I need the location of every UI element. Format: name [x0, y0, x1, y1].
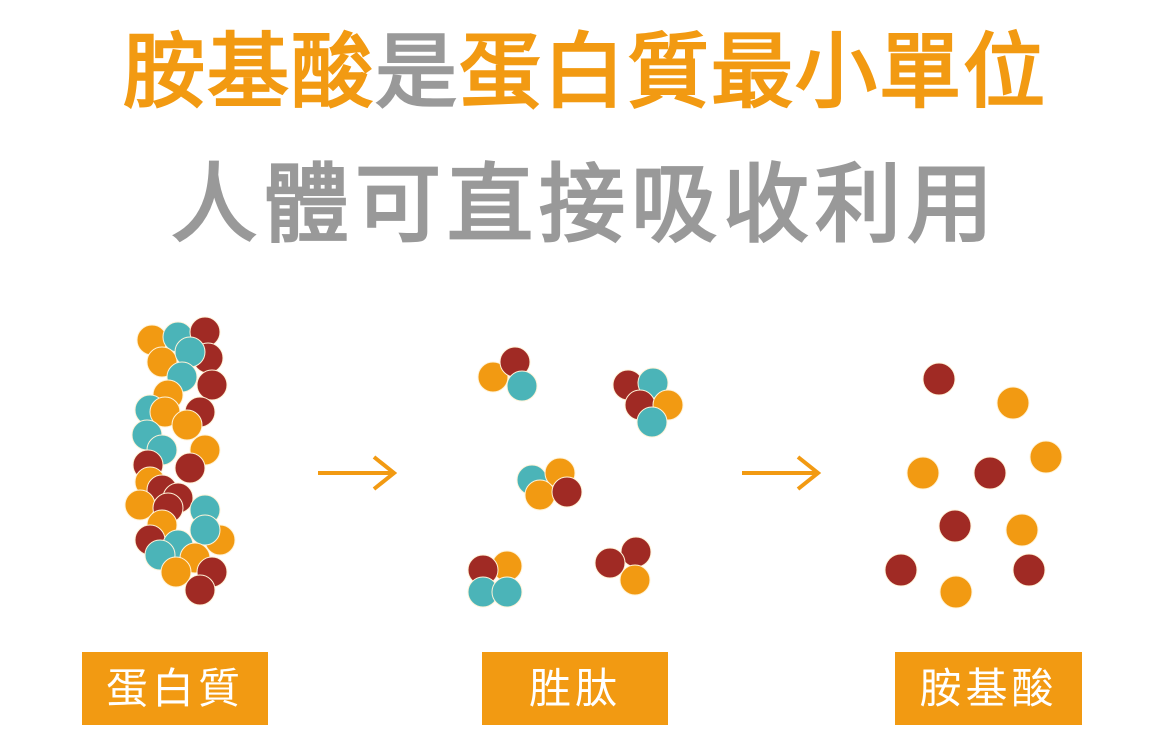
- amino-acid-dot: [884, 553, 918, 587]
- free-amino-acids: [884, 362, 1063, 609]
- label-amino-acid: 胺基酸: [895, 652, 1082, 725]
- amino-acid-dot: [922, 362, 956, 396]
- arrow-right-icon: [742, 455, 822, 491]
- arrow-right-icon: [318, 455, 398, 491]
- amino-acid-dot: [1012, 553, 1046, 587]
- amino-acid-bead: [477, 361, 509, 393]
- headline-line-1: 胺基酸是蛋白質最小單位: [0, 18, 1170, 128]
- amino-acid-bead: [620, 536, 652, 568]
- amino-acid-dot: [1005, 513, 1039, 547]
- amino-acid-bead: [174, 452, 206, 484]
- amino-acid-dot: [973, 456, 1007, 490]
- label-peptide: 胜肽: [482, 652, 668, 725]
- amino-acid-dot: [939, 575, 973, 609]
- amino-acid-bead: [524, 479, 556, 511]
- peptide-group: [612, 367, 684, 438]
- amino-acid-bead: [189, 514, 221, 546]
- peptide-group: [467, 550, 523, 608]
- amino-acid-dot: [1029, 440, 1063, 474]
- headline-amino-acid: 胺基酸: [122, 25, 375, 120]
- label-protein: 蛋白質: [82, 652, 268, 725]
- amino-acid-bead: [636, 406, 668, 438]
- peptide-group: [594, 536, 652, 596]
- amino-acid-dot: [906, 456, 940, 490]
- amino-acid-bead: [506, 370, 538, 402]
- amino-acid-bead: [171, 409, 203, 441]
- amino-acid-bead: [196, 369, 228, 401]
- amino-acid-bead: [594, 547, 626, 579]
- amino-acid-bead: [551, 476, 583, 508]
- amino-acid-bead: [619, 564, 651, 596]
- amino-acid-bead: [160, 556, 192, 588]
- peptide-group: [477, 346, 538, 402]
- amino-acid-bead: [491, 576, 523, 608]
- headline-line-2: 人體可直接吸收利用: [171, 155, 999, 255]
- headline-is: 是: [374, 25, 459, 120]
- amino-acid-bead: [184, 574, 216, 606]
- peptide-group: [516, 457, 583, 511]
- amino-acid-dot: [938, 509, 972, 543]
- headline-smallest-unit: 蛋白質最小單位: [459, 25, 1048, 120]
- amino-acid-dot: [996, 386, 1030, 420]
- protein-cluster: [124, 316, 236, 606]
